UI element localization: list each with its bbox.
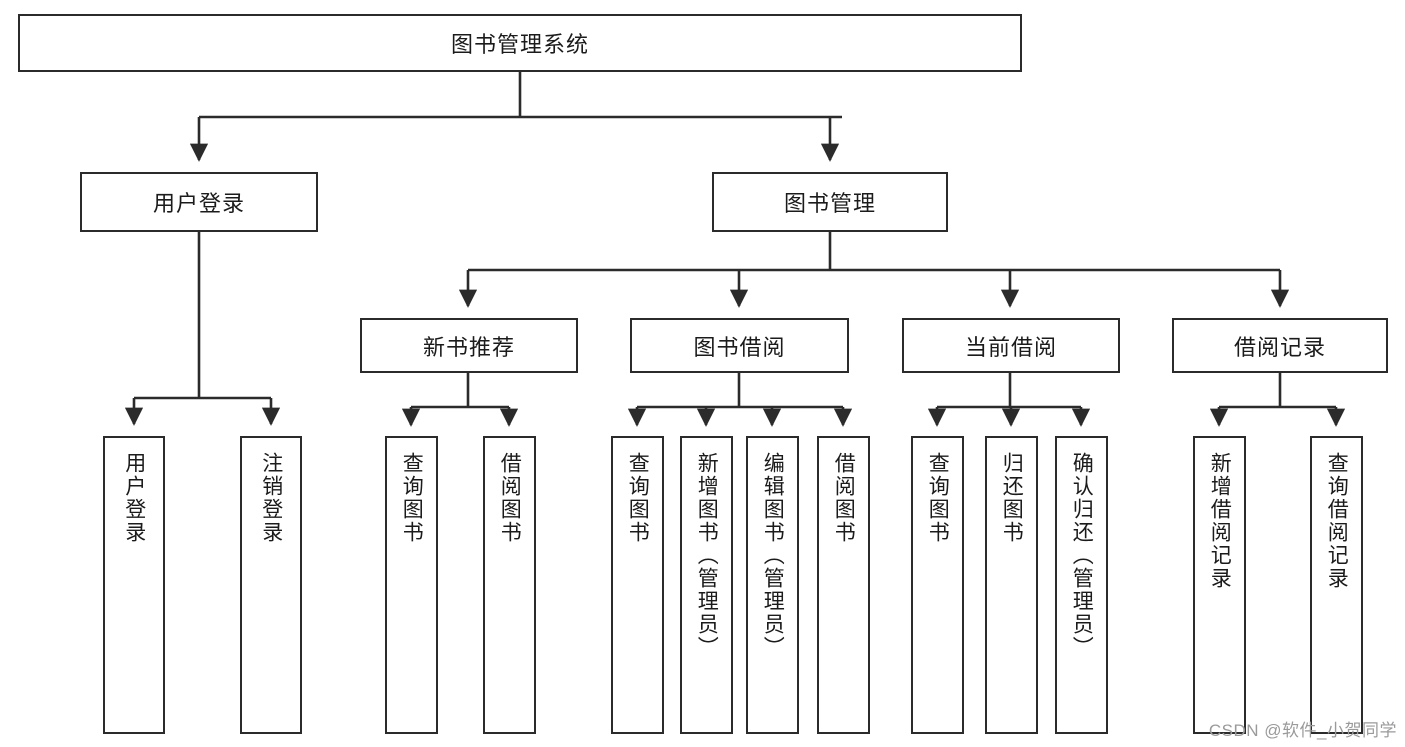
node-book-borrow-label: 图书借阅 [693,334,786,360]
node-leaf-query-book-cur-label: 查询图书 [926,452,950,544]
node-leaf-query-book-rec[interactable]: 查询图书 [385,436,438,734]
node-current-borrow[interactable]: 当前借阅 [902,318,1120,373]
node-leaf-query-book-rec-label: 查询图书 [400,452,424,544]
node-leaf-logout[interactable]: 注销登录 [240,436,302,734]
node-borrow-record[interactable]: 借阅记录 [1172,318,1388,373]
node-leaf-confirm-return-label: 确认归还（管理员） [1070,452,1094,659]
node-leaf-query-book-cur[interactable]: 查询图书 [911,436,964,734]
edge-group-user-login [124,232,281,426]
node-leaf-add-record-label: 新增借阅记录 [1208,452,1232,590]
node-leaf-user-login-label: 用户登录 [122,452,146,544]
node-leaf-edit-book[interactable]: 编辑图书（管理员） [746,436,799,734]
node-leaf-logout-label: 注销登录 [259,452,283,544]
edge-group-borrow-record [1209,373,1346,427]
node-leaf-borrow-book-rec-label: 借阅图书 [498,452,522,544]
node-new-book-rec-label: 新书推荐 [422,334,515,360]
node-book-borrow[interactable]: 图书借阅 [630,318,849,373]
node-leaf-return-book[interactable]: 归还图书 [985,436,1038,734]
edge-group-book-borrow [627,373,853,427]
node-leaf-borrow-book-label: 借阅图书 [832,452,856,544]
node-root[interactable]: 图书管理系统 [18,14,1022,72]
edge-group-new-book-rec [401,373,519,427]
node-leaf-confirm-return[interactable]: 确认归还（管理员） [1055,436,1108,734]
node-root-label: 图书管理系统 [450,32,589,57]
node-user-login[interactable]: 用户登录 [80,172,318,232]
node-leaf-borrow-book-rec[interactable]: 借阅图书 [483,436,536,734]
node-leaf-query-book-borrow-label: 查询图书 [626,452,650,544]
node-current-borrow-label: 当前借阅 [964,334,1057,360]
node-user-login-label: 用户登录 [152,191,245,216]
edge-group-root [189,72,842,162]
node-leaf-add-record[interactable]: 新增借阅记录 [1193,436,1246,734]
node-book-manage-label: 图书管理 [783,191,876,216]
node-new-book-rec[interactable]: 新书推荐 [360,318,578,373]
node-book-manage[interactable]: 图书管理 [712,172,948,232]
node-leaf-borrow-book[interactable]: 借阅图书 [817,436,870,734]
node-leaf-query-record[interactable]: 查询借阅记录 [1310,436,1363,734]
node-leaf-user-login[interactable]: 用户登录 [103,436,165,734]
node-leaf-edit-book-label: 编辑图书（管理员） [761,452,785,659]
node-leaf-return-book-label: 归还图书 [1000,452,1024,544]
node-borrow-record-label: 借阅记录 [1233,334,1326,360]
node-leaf-add-book-label: 新增图书（管理员） [695,452,719,659]
edge-group-current-borrow [927,373,1091,427]
node-leaf-query-book-borrow[interactable]: 查询图书 [611,436,664,734]
node-leaf-query-record-label: 查询借阅记录 [1325,452,1349,590]
edge-group-book-manage [458,232,1290,308]
node-leaf-add-book[interactable]: 新增图书（管理员） [680,436,733,734]
